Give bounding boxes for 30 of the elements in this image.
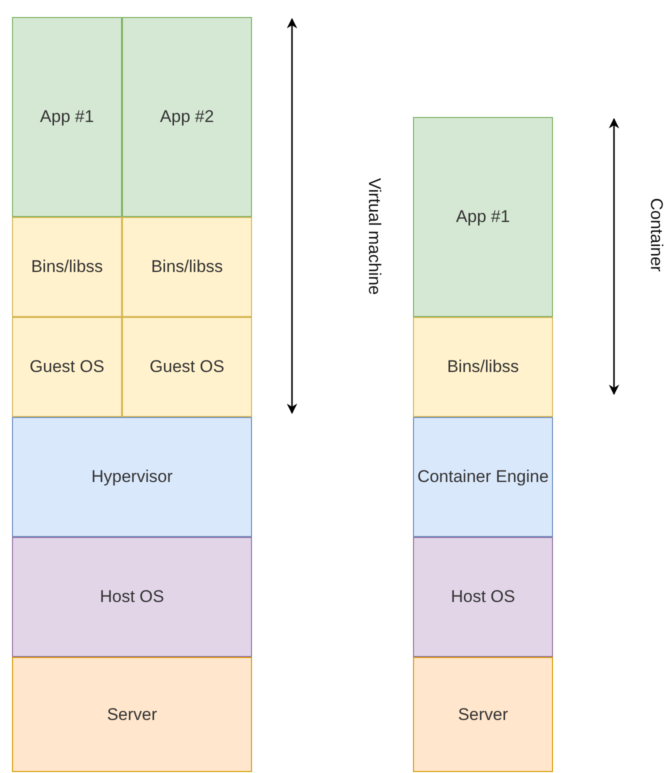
- layer-label: Bins/libss: [151, 256, 223, 278]
- hypervisor-box: [12, 417, 252, 537]
- layer-label: App #2: [160, 106, 214, 128]
- guest-os-box: [12, 317, 122, 417]
- server-box: [413, 657, 553, 772]
- layer-label: Container Engine: [417, 466, 549, 488]
- host-os-box: [413, 537, 553, 657]
- layer-label: Guest OS: [30, 356, 104, 378]
- layer-label: Host OS: [450, 586, 516, 608]
- app-layer-box: [12, 17, 122, 217]
- layer-label: App #1: [40, 106, 94, 128]
- layer-label: Server: [106, 704, 158, 726]
- layer-label: Hypervisor: [91, 466, 173, 488]
- server-box: [12, 657, 252, 772]
- layer-label: Server: [458, 704, 508, 726]
- container-engine-box: [413, 417, 553, 537]
- library-layer-box: [12, 217, 122, 317]
- guest-os-box: [122, 317, 252, 417]
- library-layer-box: [413, 317, 553, 417]
- span-label: Virtual machine: [364, 178, 384, 295]
- layer-label: Guest OS: [150, 356, 224, 378]
- layer-label: Bins/libss: [31, 256, 103, 278]
- layer-label: Bins/libss: [447, 356, 519, 378]
- layer-label: App #1: [456, 206, 510, 228]
- span-label: Container: [646, 198, 666, 272]
- app-layer-box: [413, 117, 553, 317]
- app-layer-box: [122, 17, 252, 217]
- layer-label: Host OS: [100, 586, 164, 608]
- library-layer-box: [122, 217, 252, 317]
- host-os-box: [12, 537, 252, 657]
